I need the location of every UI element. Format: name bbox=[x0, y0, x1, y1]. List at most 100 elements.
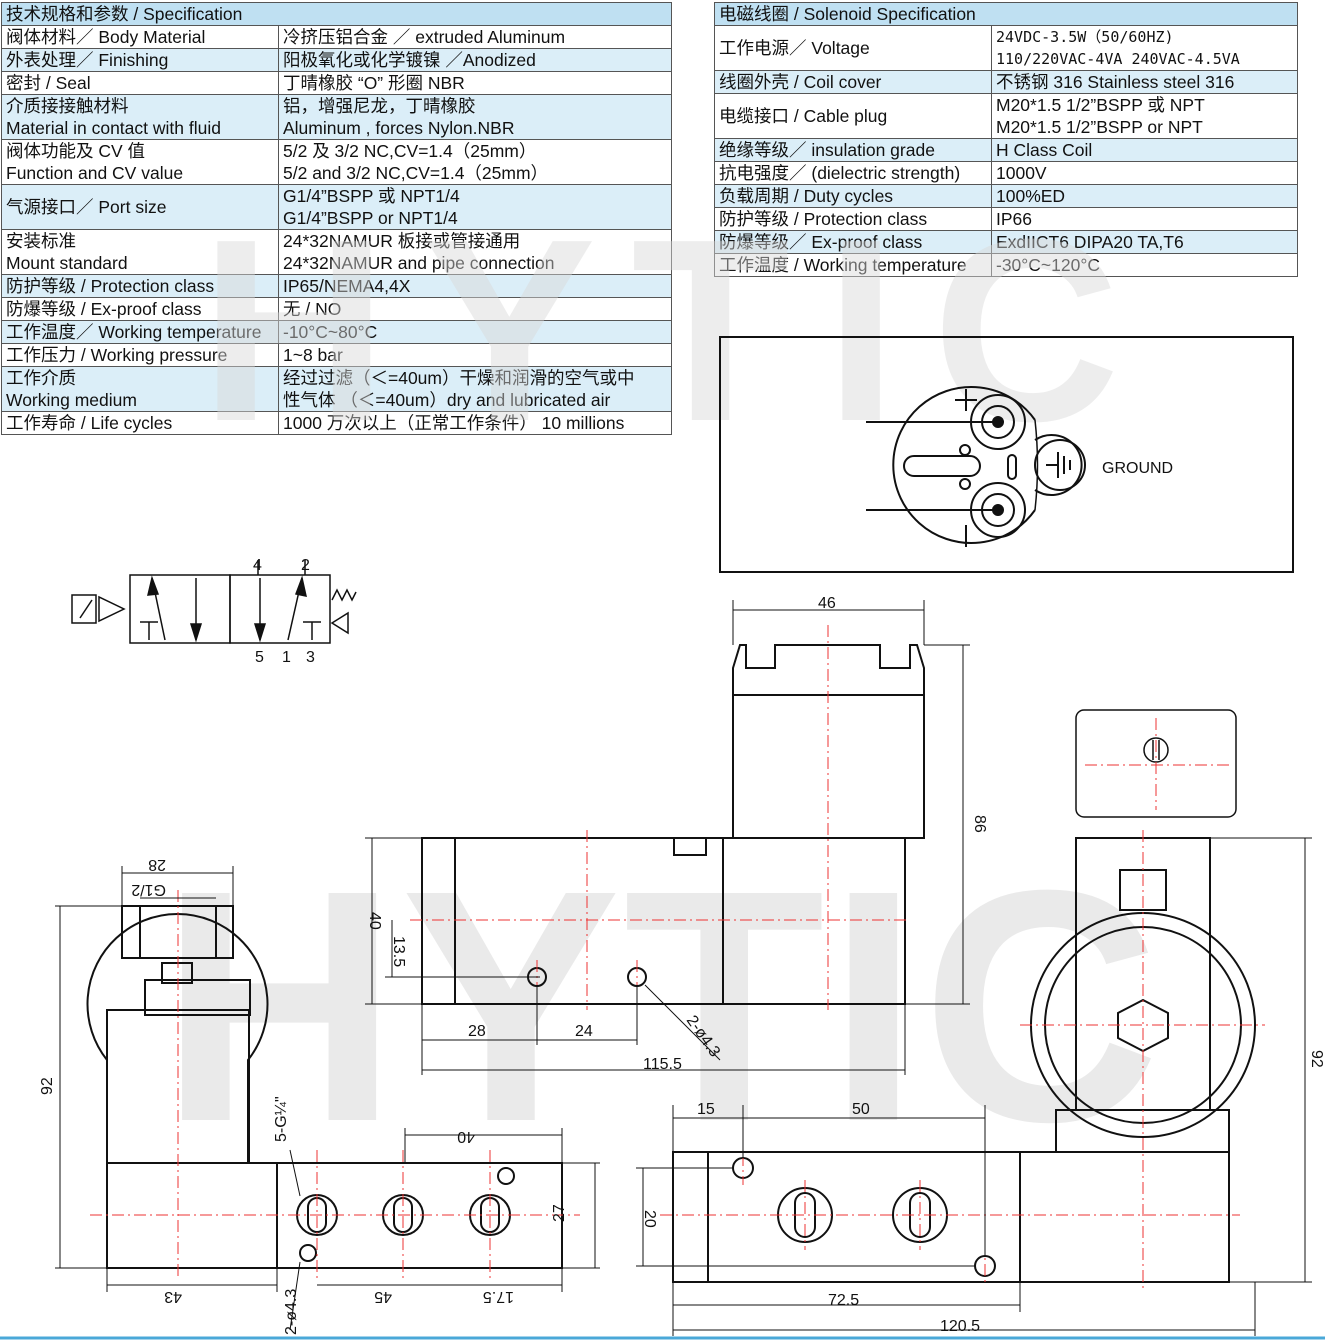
right-dim-20: 20 bbox=[641, 1210, 658, 1228]
sol-row: 防爆等级／ Ex-proof class ExdIICT6 DIPA20 TA,T… bbox=[714, 230, 1298, 254]
spec-value2: 24*32NAMUR and pipe connection bbox=[283, 253, 555, 273]
spec-label: 工作介质 bbox=[6, 368, 76, 388]
spec-value2: Aluminum , forces Nylon.NBR bbox=[283, 118, 515, 138]
sol-row: 线圈外壳 / Coil cover 不锈钢 316 Stainless steel… bbox=[714, 70, 1298, 94]
left-dim-28: 28 bbox=[148, 856, 166, 873]
left-dim-lines bbox=[55, 866, 600, 1331]
port-5: 5 bbox=[255, 649, 264, 666]
sol-value: IP66 bbox=[996, 209, 1032, 229]
spec-label: 介质接接触材料 bbox=[6, 96, 129, 116]
sol-value: ExdIICT6 DIPA20 TA,T6 bbox=[996, 232, 1184, 252]
sol-label: 工作电源／ Voltage bbox=[719, 38, 870, 58]
left-dim-92: 92 bbox=[39, 1077, 56, 1095]
spec-value: 无 / NO bbox=[283, 299, 342, 319]
spec-value: 经过过滤（＜=40um）干燥和润滑的空气或中 bbox=[283, 368, 635, 388]
sol-value: 1000V bbox=[996, 163, 1047, 183]
left-dim-17-5: 17.5 bbox=[483, 1288, 514, 1305]
sol-value2: M20*1.5 1/2”BSPP or NPT bbox=[996, 117, 1203, 137]
dim-24: 24 bbox=[575, 1023, 593, 1040]
port-1: 1 bbox=[282, 649, 291, 666]
left-center-lines bbox=[90, 890, 580, 1280]
sol-value: 24VDC-3.5W（50/60HZ) bbox=[996, 28, 1174, 46]
sol-row: 负载周期 / Duty cycles 100%ED bbox=[714, 184, 1298, 208]
sol-row: 工作温度 / Working temperature-30°C~120°C bbox=[714, 253, 1298, 277]
spec-row: 外表处理／ Finishing 阳极氧化或化学镀镍 ／Anodized bbox=[1, 48, 672, 72]
dim-115-5: 115.5 bbox=[643, 1056, 682, 1073]
front-dim-lines bbox=[636, 837, 1312, 1336]
spec-value: 1~8 bar bbox=[283, 345, 343, 365]
spec-value2: 5/2 and 3/2 NC,CV=1.4（25mm） bbox=[283, 163, 549, 183]
spec-label2: Material in contact with fluid bbox=[6, 118, 221, 138]
dim-46: 46 bbox=[818, 595, 836, 612]
spec-row: 工作寿命 / Life cycles 1000 万次以上（正常工作条件） 10 m… bbox=[1, 411, 672, 435]
right-dim-15: 15 bbox=[697, 1101, 715, 1118]
spec-value2: G1/4”BSPP or NPT1/4 bbox=[283, 208, 458, 228]
watermark: HYTIC bbox=[160, 821, 1160, 1190]
right-dim-92: 92 bbox=[1308, 1050, 1325, 1068]
sol-label: 防爆等级／ Ex-proof class bbox=[719, 232, 923, 252]
spec-label2: Mount standard bbox=[6, 253, 128, 273]
port-3: 3 bbox=[306, 649, 315, 666]
sol-row: 抗电强度／ (dielectric strength) 1000V bbox=[714, 161, 1298, 185]
sol-title: 电磁线圈 / Solenoid Specification bbox=[714, 2, 1298, 26]
spec-label2: Working medium bbox=[6, 390, 137, 410]
top-dim-lines bbox=[365, 600, 970, 1075]
spec-label: 密封 / Seal bbox=[6, 73, 91, 93]
dim-28: 28 bbox=[468, 1023, 486, 1040]
dim-13-5: 13.5 bbox=[390, 936, 407, 967]
sol-value: 不锈钢 316 Stainless steel 316 bbox=[996, 72, 1235, 92]
spec-label: 防爆等级 / Ex-proof class bbox=[6, 299, 202, 319]
spec-label: 防护等级 / Protection class bbox=[6, 276, 215, 296]
spec-value: G1/4”BSPP 或 NPT1/4 bbox=[283, 186, 460, 206]
sol-row: 防护等级 / Protection class IP66 bbox=[714, 207, 1298, 231]
spec-value: -10°C~80°C bbox=[283, 322, 378, 342]
left-dim-5g: 5-G¼" bbox=[273, 1096, 290, 1142]
right-dim-120-5: 120.5 bbox=[940, 1318, 980, 1335]
left-dim-43: 43 bbox=[164, 1288, 182, 1305]
specification-table: 技术规格和参数 / Specification 阀体材料／ Body Mater… bbox=[1, 2, 672, 435]
left-dim-40: 40 bbox=[457, 1128, 475, 1145]
valve-symbol bbox=[71, 560, 357, 644]
sol-label: 防护等级 / Protection class bbox=[719, 209, 928, 229]
spec-value: 1000 万次以上（正常工作条件） 10 millions bbox=[283, 413, 625, 433]
sol-label: 线圈外壳 / Coil cover bbox=[719, 72, 882, 92]
sol-label: 电缆接口 / Cable plug bbox=[719, 106, 888, 126]
plug-detail bbox=[719, 336, 1294, 573]
sol-label: 抗电强度／ (dielectric strength) bbox=[719, 163, 961, 183]
sol-value: 100%ED bbox=[996, 186, 1066, 206]
sol-label: 负载周期 / Duty cycles bbox=[719, 186, 894, 206]
spec-label: 阀体材料／ Body Material bbox=[6, 27, 206, 47]
spec-value2: 性气体 （＜=40um）dry and lubricated air bbox=[283, 390, 611, 410]
sol-row: 工作电源／ Voltage 24VDC-3.5W（50/60HZ) 110/220V… bbox=[714, 25, 1298, 71]
left-dim-45: 45 bbox=[374, 1288, 392, 1305]
spec-label: 工作寿命 / Life cycles bbox=[6, 413, 173, 433]
sol-label: 工作温度 / Working temperature bbox=[719, 255, 967, 275]
spec-label: 工作压力 / Working pressure bbox=[6, 345, 228, 365]
spec-value: 铝，增强尼龙，丁晴橡胶 bbox=[283, 96, 476, 116]
dim-40: 40 bbox=[366, 912, 383, 930]
spec-label2: Function and CV value bbox=[6, 163, 184, 183]
left-dim-g12: G1/2 bbox=[131, 881, 166, 898]
watermark-top: HYTIC bbox=[200, 186, 1120, 476]
port-2: 2 bbox=[301, 557, 310, 574]
spec-label: 安装标准 bbox=[6, 231, 76, 251]
spec-title: 技术规格和参数 / Specification bbox=[1, 2, 672, 26]
spec-label: 外表处理／ Finishing bbox=[6, 50, 169, 70]
spec-label: 阀体功能及 CV 值 bbox=[6, 141, 146, 161]
spec-label: 气源接口／ Port size bbox=[6, 197, 167, 217]
spec-value: 阳极氧化或化学镀镍 ／Anodized bbox=[283, 50, 536, 70]
sol-value2: 110/220VAC-4VA 240VAC-4.5VA bbox=[996, 50, 1240, 68]
detail-center-lines bbox=[1085, 718, 1230, 810]
ground-label: GROUND bbox=[1102, 460, 1173, 477]
spec-label: 工作温度／ Working temperature bbox=[6, 322, 262, 342]
spec-value: 冷挤压铝合金 ／ extruded Aluminum bbox=[283, 27, 566, 47]
